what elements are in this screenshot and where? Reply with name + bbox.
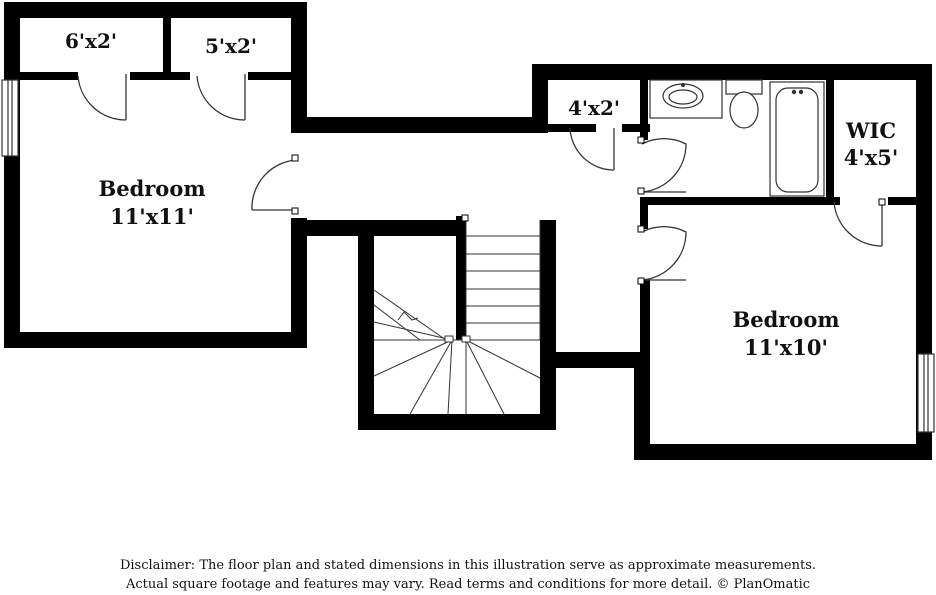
doors (77, 74, 883, 281)
wic-name: WIC (845, 118, 896, 143)
window-left (1, 79, 19, 157)
bedroom-left-size: 11'x11' (110, 204, 194, 229)
window-right (917, 353, 935, 433)
door-jambs (291, 136, 886, 285)
door-wic (833, 201, 883, 247)
toilet-icon (725, 79, 763, 129)
bedroom-right-name: Bedroom (732, 307, 839, 332)
wic-size: 4'x5' (844, 145, 899, 170)
door-closet-hall (569, 127, 615, 171)
closet-hall-size: 4'x2' (568, 96, 620, 120)
closet-left-size: 6'x2' (65, 29, 117, 53)
door-bedroom-right (641, 226, 687, 281)
bathtub-icon (769, 81, 825, 197)
sink-icon (649, 79, 723, 119)
bedroom-right-size: 11'x10' (744, 335, 828, 360)
closet-mid-size: 5'x2' (205, 34, 257, 58)
disclaimer-line-1: Disclaimer: The floor plan and stated di… (119, 558, 817, 573)
door-bedroom-left (251, 159, 297, 211)
walls (4, 2, 932, 460)
stairs (373, 220, 541, 415)
door-closet-left (77, 74, 127, 121)
disclaimer: Disclaimer: The floor plan and stated di… (0, 556, 936, 594)
disclaimer-line-2: Actual square footage and features may v… (125, 577, 811, 592)
door-bathroom (641, 138, 687, 193)
bedroom-left-name: Bedroom (98, 176, 205, 201)
bathroom-fixtures (649, 79, 825, 197)
door-closet-mid (196, 74, 246, 121)
